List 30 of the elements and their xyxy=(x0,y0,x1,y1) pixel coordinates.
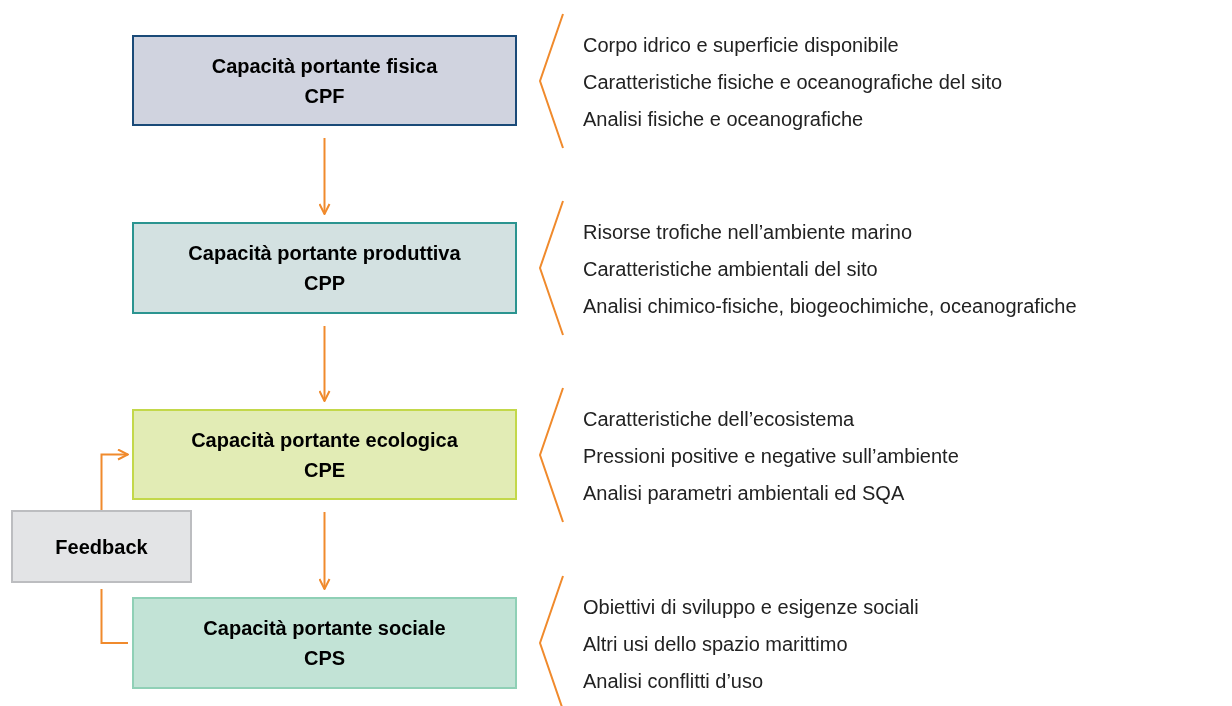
process-box xyxy=(132,409,517,500)
arrow xyxy=(318,511,331,590)
list-item: Analisi parametri ambientali ed SQA xyxy=(583,481,906,506)
process-box xyxy=(132,597,517,689)
box-label: Feedback xyxy=(55,534,148,560)
arrow xyxy=(318,325,331,402)
process-box xyxy=(132,35,517,126)
box-label: Capacità portante produttiva xyxy=(188,241,461,266)
list-item: Corpo idrico e superficie disponibile xyxy=(583,33,900,58)
list-item: Altri usi dello spazio marittimo xyxy=(583,632,849,657)
list-item: Caratteristiche dell’ecosistema xyxy=(583,407,856,432)
list-item: Caratteristiche ambientali del sito xyxy=(583,257,879,282)
box-label: Capacità portante fisica xyxy=(211,53,438,79)
arrow xyxy=(100,448,129,511)
list-item: Analisi fisiche e oceanografiche xyxy=(583,107,865,132)
process-box xyxy=(132,222,517,314)
box-label: CPE xyxy=(303,457,346,483)
feedback-box xyxy=(11,510,192,583)
list-item: Caratteristiche fisiche e oceanografiche del sito xyxy=(583,70,1003,95)
box-label: Capacità portante ecologica xyxy=(191,427,458,453)
box-label: CPF xyxy=(304,83,345,109)
list-item: Analisi conflitti d’uso xyxy=(583,669,765,694)
list-item: Pressioni positive e negative sull’ambiente xyxy=(583,444,959,469)
list-item: Risorse trofiche nell’ambiente marino xyxy=(583,220,914,245)
box-label: CPP xyxy=(303,271,346,296)
list-item: Analisi chimico-fisiche, biogeochimiche, oceanografiche xyxy=(583,294,1077,319)
box-label: CPS xyxy=(303,646,346,671)
list-item: Obiettivi di sviluppo e esigenze sociali xyxy=(583,595,919,620)
box-label: Capacità portante sociale xyxy=(203,616,446,641)
arrow xyxy=(318,137,331,215)
